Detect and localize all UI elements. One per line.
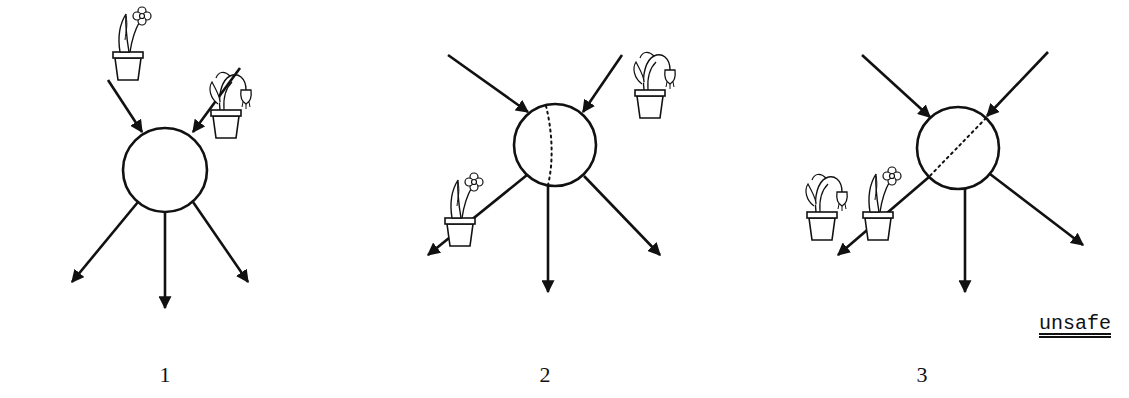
panel-number: 1 bbox=[160, 362, 171, 388]
panel-number: 2 bbox=[540, 362, 551, 388]
state-note: unsafe bbox=[1039, 312, 1111, 335]
panel-number: 3 bbox=[917, 362, 928, 388]
